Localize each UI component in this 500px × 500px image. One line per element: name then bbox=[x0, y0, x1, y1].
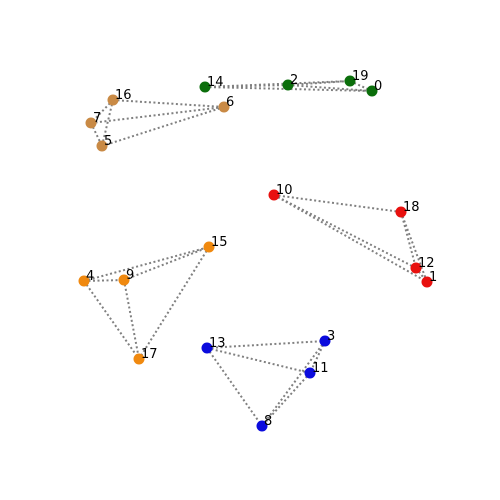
edge-18-12 bbox=[400, 211, 417, 269]
edge-16-6 bbox=[112, 99, 225, 108]
node-label-13: 13 bbox=[209, 336, 226, 351]
edge-13-8 bbox=[206, 347, 263, 427]
node-label-8: 8 bbox=[264, 414, 272, 429]
node-9 bbox=[118, 274, 130, 286]
node-label-5: 5 bbox=[104, 134, 112, 149]
node-10 bbox=[268, 189, 280, 201]
node-label-6: 6 bbox=[226, 95, 234, 110]
node-label-2: 2 bbox=[290, 73, 298, 88]
node-label-11: 11 bbox=[312, 361, 329, 376]
edge-10-18 bbox=[273, 194, 402, 213]
node-label-3: 3 bbox=[327, 329, 335, 344]
node-label-19: 19 bbox=[352, 69, 369, 84]
node-4 bbox=[78, 275, 90, 287]
edge-4-15 bbox=[83, 246, 210, 282]
node-6 bbox=[218, 101, 230, 113]
node-17 bbox=[133, 353, 145, 365]
node-16 bbox=[107, 94, 119, 106]
node-label-17: 17 bbox=[141, 347, 158, 362]
edge-14-19 bbox=[204, 80, 351, 88]
edge-3-11 bbox=[309, 340, 326, 374]
edge-layer bbox=[83, 80, 428, 427]
node-label-18: 18 bbox=[403, 200, 420, 215]
node-7 bbox=[85, 117, 97, 129]
node-label-14: 14 bbox=[207, 75, 224, 90]
node-15 bbox=[203, 241, 215, 253]
edge-11-8 bbox=[261, 372, 311, 427]
edge-18-1 bbox=[400, 211, 428, 283]
edge-9-15 bbox=[123, 246, 210, 281]
node-2 bbox=[282, 79, 294, 91]
node-0 bbox=[366, 85, 378, 97]
node-label-12: 12 bbox=[418, 256, 435, 271]
node-label-4: 4 bbox=[86, 269, 94, 284]
edge-13-3 bbox=[206, 340, 326, 349]
edge-5-6 bbox=[101, 106, 225, 147]
node-12 bbox=[410, 262, 422, 274]
node-layer bbox=[78, 75, 433, 432]
node-3 bbox=[319, 335, 331, 347]
edge-2-19 bbox=[287, 80, 351, 86]
node-label-7: 7 bbox=[93, 111, 101, 126]
node-label-10: 10 bbox=[276, 183, 293, 198]
node-13 bbox=[201, 342, 213, 354]
node-label-15: 15 bbox=[211, 235, 228, 250]
edge-14-0 bbox=[204, 86, 373, 92]
node-11 bbox=[304, 367, 316, 379]
node-label-0: 0 bbox=[374, 79, 382, 94]
node-19 bbox=[344, 75, 356, 87]
edge-13-11 bbox=[206, 347, 311, 374]
node-8 bbox=[256, 420, 268, 432]
node-label-9: 9 bbox=[126, 268, 134, 283]
node-label-16: 16 bbox=[115, 88, 132, 103]
edge-10-12 bbox=[273, 194, 417, 269]
node-14 bbox=[199, 81, 211, 93]
edge-2-0 bbox=[287, 84, 373, 92]
edge-16-5 bbox=[101, 99, 114, 147]
node-1 bbox=[421, 276, 433, 288]
node-5 bbox=[96, 140, 108, 152]
node-label-1: 1 bbox=[429, 270, 437, 285]
edge-4-9 bbox=[83, 279, 125, 282]
node-18 bbox=[395, 206, 407, 218]
